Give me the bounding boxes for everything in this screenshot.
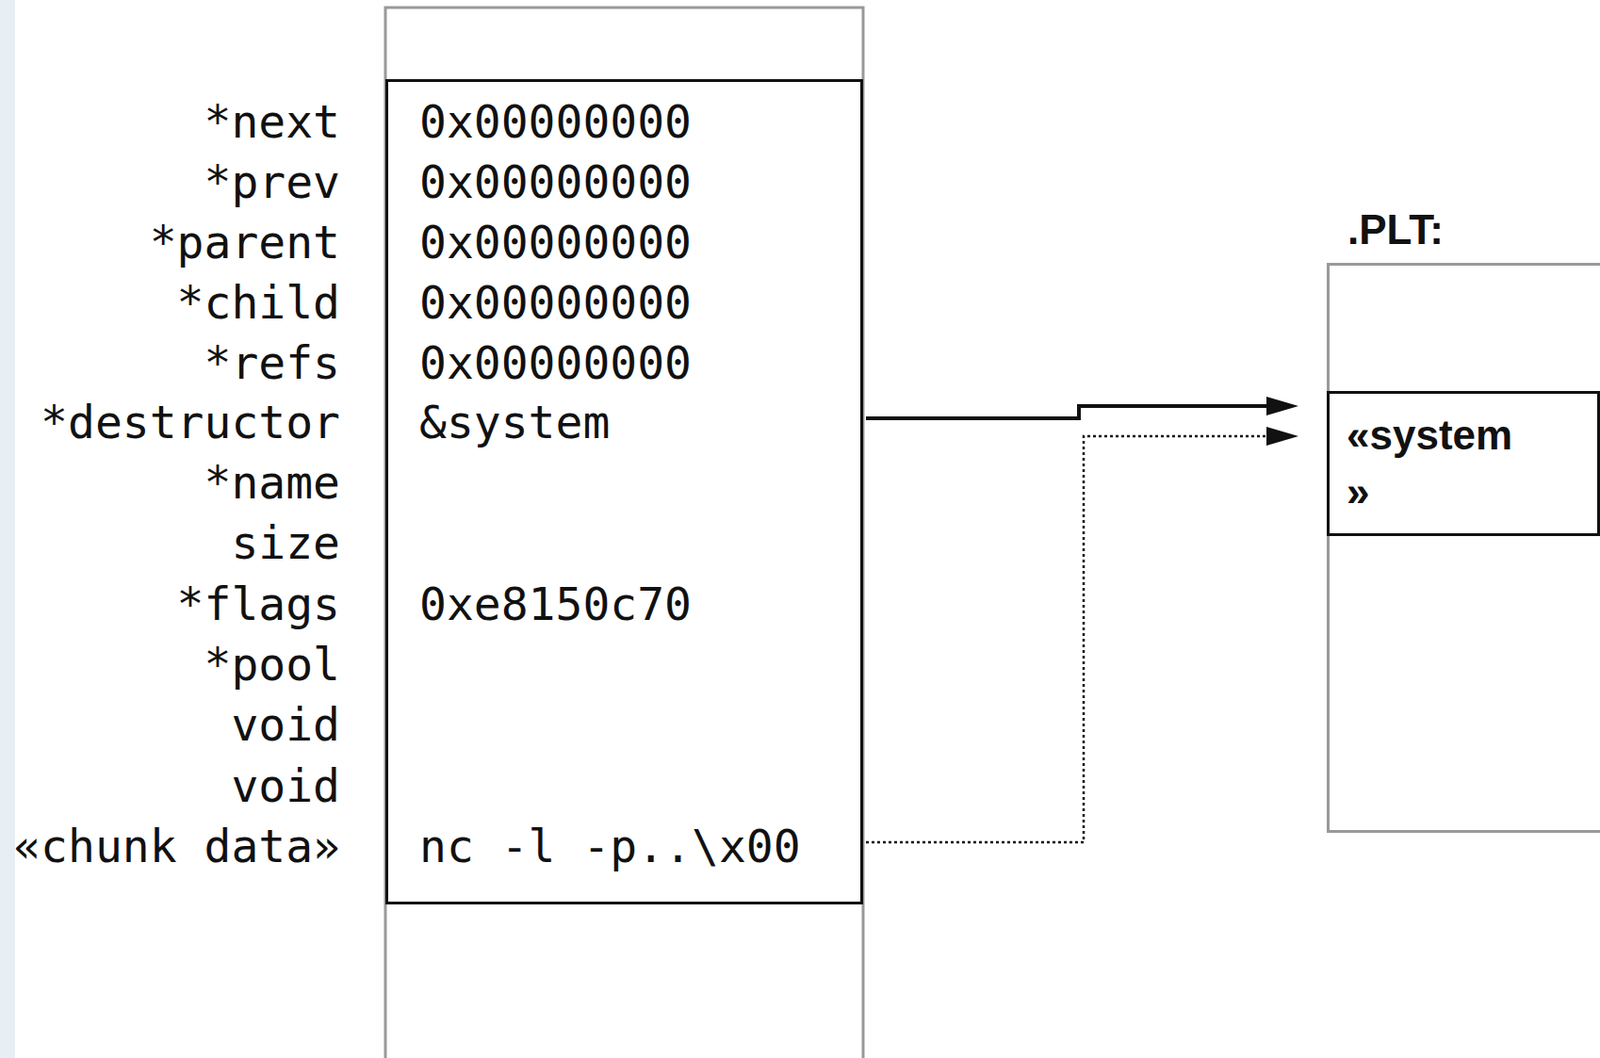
field-label: size (230, 512, 341, 573)
field-value: 0xe8150c70 (419, 573, 692, 635)
destructor-row: &system (388, 391, 861, 453)
field-label: *pool (204, 634, 342, 695)
field-label: «chunk data» (13, 816, 341, 877)
chunk-struct-box: 0x000000000x000000000x000000000x00000000… (385, 79, 864, 905)
field-value: &system (388, 391, 861, 453)
field-label: *name (204, 452, 342, 513)
field-label: *next (204, 91, 342, 152)
field-value: 0x00000000 (419, 91, 692, 152)
section-heading: .PLT: (1347, 205, 1444, 255)
field-label: *parent (149, 212, 341, 273)
plt-section: .PLT:«system » (1326, 262, 1600, 833)
field-label: *destructor (40, 391, 341, 453)
memory-outline (385, 7, 864, 1058)
field-label: *refs (204, 332, 342, 393)
field-value: 0x00000000 (419, 272, 692, 333)
pointer-arrow (865, 396, 1299, 419)
field-value: 0x00000000 (419, 151, 692, 213)
field-label: *child (177, 272, 341, 333)
field-value: 0x00000000 (419, 332, 692, 393)
field-label: *flags (177, 573, 341, 635)
chunk-data-row: nc -l -p..\x00 (388, 816, 861, 877)
field-value: 0x00000000 (419, 212, 692, 273)
field-label: *prev (204, 151, 342, 213)
field-value: nc -l -p..\x00 (388, 816, 861, 877)
field-label: void (230, 694, 341, 755)
field-label: void (230, 755, 341, 817)
pointer-arrow (865, 426, 1299, 843)
plt-entry-box: «system » (1326, 391, 1600, 537)
background-strip (0, 0, 16, 1058)
plt-entry-text: «system » (1346, 407, 1526, 521)
